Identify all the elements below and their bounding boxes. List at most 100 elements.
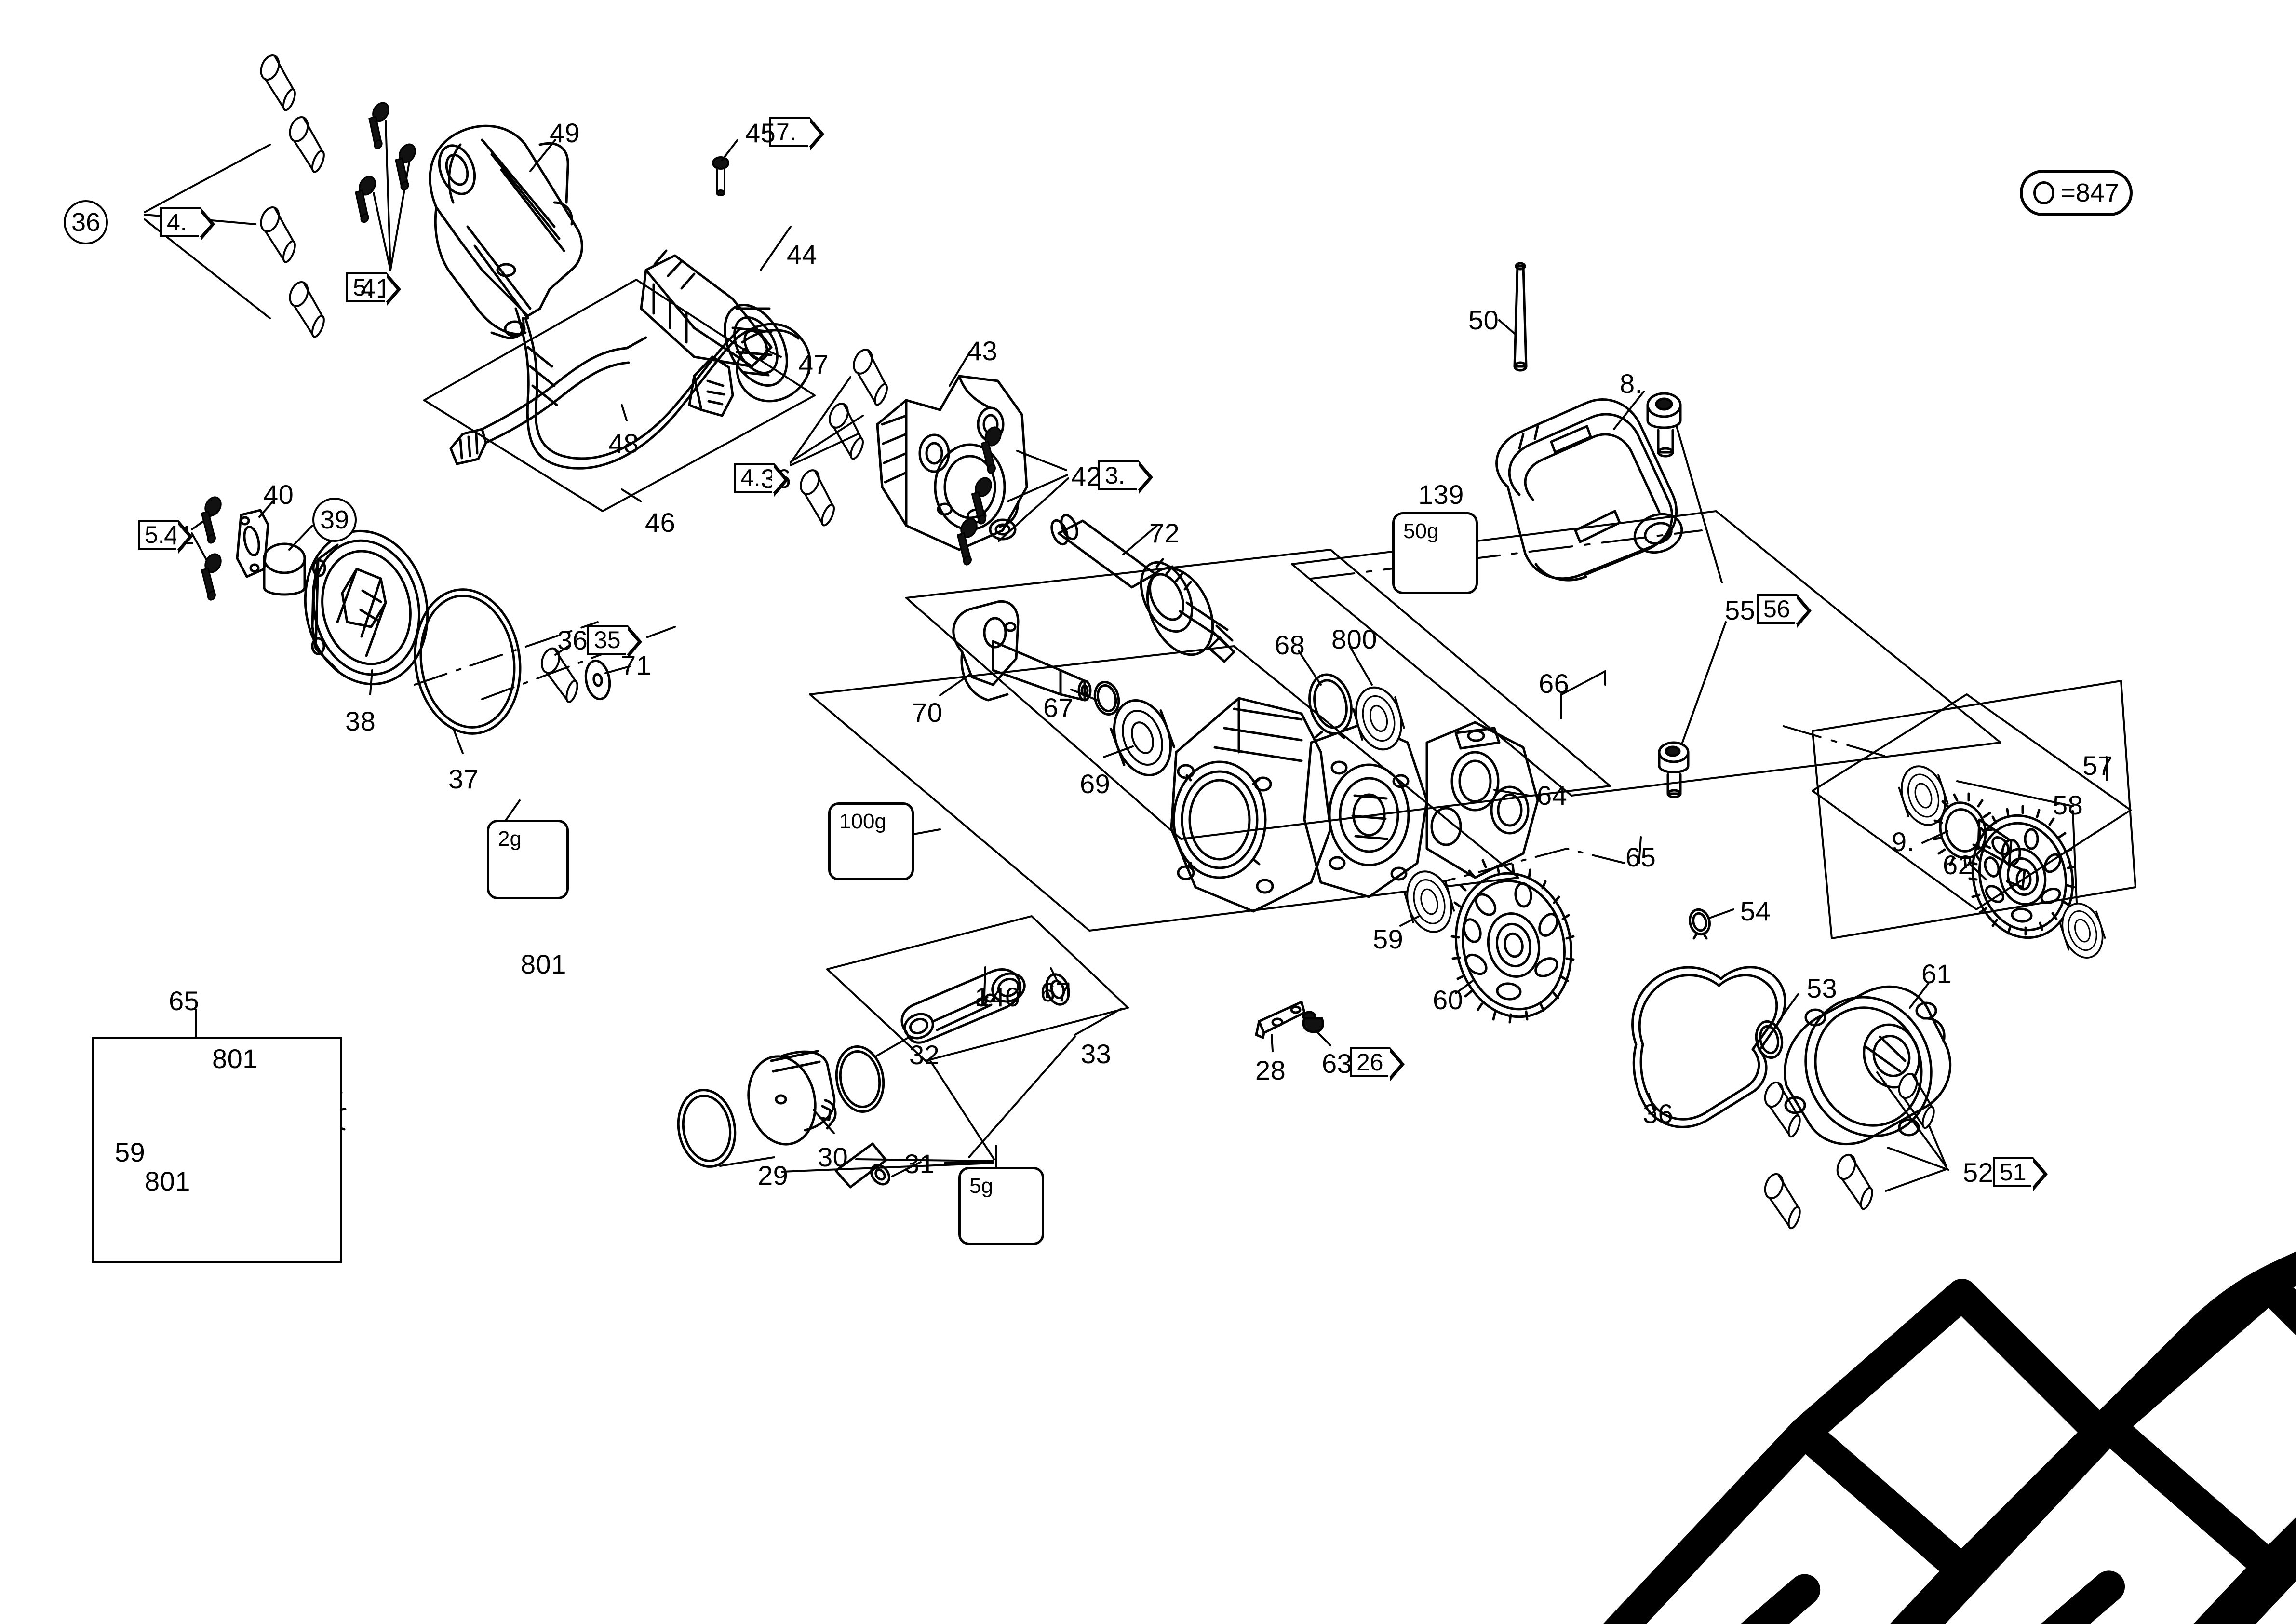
grease-amount-2g: 2g <box>498 827 522 851</box>
callout-pentagon-3b: 35 <box>587 625 642 659</box>
callout-36c: 36 <box>557 625 588 655</box>
legend-text: =847 <box>2060 178 2119 207</box>
callout-pentagon-9: 26 <box>1350 1047 1405 1081</box>
callout-65b: 801 <box>145 1166 190 1196</box>
callout-72: 72 <box>1149 518 1180 548</box>
callout-69: 68 <box>1275 630 1305 660</box>
bushing-33 <box>1045 973 1070 1006</box>
callout-64: 65 <box>1625 842 1656 872</box>
motor-housing-49 <box>429 124 583 339</box>
callout-62: 63 <box>1322 1048 1353 1079</box>
panel-lower <box>809 645 1519 932</box>
conrod-32 <box>900 968 1026 1044</box>
callout-60: 54 <box>1740 896 1771 926</box>
callout-55: 57 <box>2082 750 2113 781</box>
ring-30 <box>835 1045 885 1113</box>
gasket-61 <box>1631 966 1786 1128</box>
oring-37 <box>414 588 522 735</box>
housing-43 <box>876 375 1028 551</box>
panel-crank <box>905 549 1611 840</box>
legend-badge: =847 <box>2020 170 2133 216</box>
grease-gun-icon <box>961 1169 2296 1624</box>
callout-pentagon-3a: 3. <box>1098 460 1153 494</box>
callout-52: 50 <box>1468 305 1499 335</box>
callout-68: 800 <box>1331 624 1377 654</box>
callout-65a: 59 <box>1373 924 1404 954</box>
handle-51 <box>1495 398 1683 582</box>
callout-42: 42 <box>1071 461 1102 491</box>
gearbox-housing <box>1170 697 1539 913</box>
wire-harness-48 <box>449 336 647 465</box>
snapring-60 <box>1689 908 1711 940</box>
callout-800: 139 <box>1418 479 1464 510</box>
callout-36d: 52 <box>1963 1157 1994 1188</box>
plate-40 <box>236 509 269 578</box>
fan-housing-38 <box>304 529 429 686</box>
callout-70: 67 <box>1043 692 1074 723</box>
oring-70 <box>1093 681 1120 716</box>
callout-56: 58 <box>2053 790 2083 820</box>
callout-53: 61 <box>1921 959 1952 989</box>
callout-pentagon-4c: 51 <box>1993 1157 2048 1191</box>
grease-box-100g: 100g <box>828 802 2296 1624</box>
callout-32: 140 <box>975 982 1020 1012</box>
callout-48: 48 <box>608 428 639 459</box>
spur-gear-59 <box>1450 859 1575 1024</box>
cable-44 <box>514 307 811 470</box>
callout-pentagon-5b: 5. <box>138 520 193 554</box>
screw-62 <box>1302 1011 1324 1033</box>
callout-29: 31 <box>904 1149 935 1179</box>
snapring-69 <box>1308 673 1353 739</box>
callout-67b: 59 <box>115 1137 146 1167</box>
inset-box-140 <box>92 1037 342 1263</box>
gear-57 <box>1968 805 2076 939</box>
callout-44: 44 <box>787 239 818 270</box>
callout-pentagon-8: 56 <box>1757 594 1812 628</box>
callout-63: 28 <box>1255 1055 1286 1085</box>
rod-52 <box>1513 262 1528 372</box>
pinion-58 <box>1933 792 2032 891</box>
callout-50: 55 <box>1725 595 1756 625</box>
callout-51: 8. <box>1620 368 1643 399</box>
callout-54: 53 <box>1807 973 1838 1003</box>
callout-33: 67 <box>1040 977 1071 1007</box>
callout-801a: 801 <box>521 949 566 979</box>
callout-38: 38 <box>345 706 376 736</box>
callout-71: 70 <box>912 697 943 728</box>
callout-28: 30 <box>818 1142 848 1172</box>
cap-39 <box>263 542 306 596</box>
callout-46: 46 <box>645 507 676 538</box>
motor-47 <box>640 249 788 387</box>
callout-140: 65 <box>169 986 200 1016</box>
panel-31 <box>826 915 1129 1062</box>
washer-35 <box>584 659 611 701</box>
callout-59b: 801 <box>212 1043 258 1074</box>
grease-box-2g: 2g <box>487 820 2296 1624</box>
panel-46 <box>423 279 816 512</box>
panel-gear <box>1291 510 2001 797</box>
callout-26: 29 <box>758 1160 789 1191</box>
callout-circle-36: 36 <box>64 200 108 244</box>
callout-pentagon-4a: 4. <box>160 207 215 241</box>
callout-61: 36 <box>1643 1098 1674 1129</box>
callout-43: 43 <box>967 336 998 366</box>
bolt-50b <box>1658 741 1690 798</box>
callout-pentagon-4b: 4. <box>734 463 789 497</box>
piston-28 <box>747 1050 837 1146</box>
legend-circle-icon <box>2033 181 2055 204</box>
callout-40: 40 <box>263 479 294 510</box>
callout-59a: 60 <box>1433 985 1464 1015</box>
callout-45: 45 <box>745 118 776 148</box>
piston-ring-26 <box>677 1089 737 1168</box>
grease-gun-icon <box>2214 1536 2296 1624</box>
oring-54 <box>1755 1020 1784 1059</box>
callout-57: 62 <box>1943 850 1974 880</box>
eccentric-71 <box>952 600 1092 702</box>
callout-circle-39: 39 <box>312 498 357 542</box>
grease-box-5g: 5g <box>958 1167 1044 1245</box>
callout-139: 66 <box>1539 668 1570 699</box>
grease-amount-50g: 50g <box>1403 519 1439 543</box>
panel-55 <box>1812 680 2136 939</box>
callout-30: 32 <box>909 1040 940 1070</box>
